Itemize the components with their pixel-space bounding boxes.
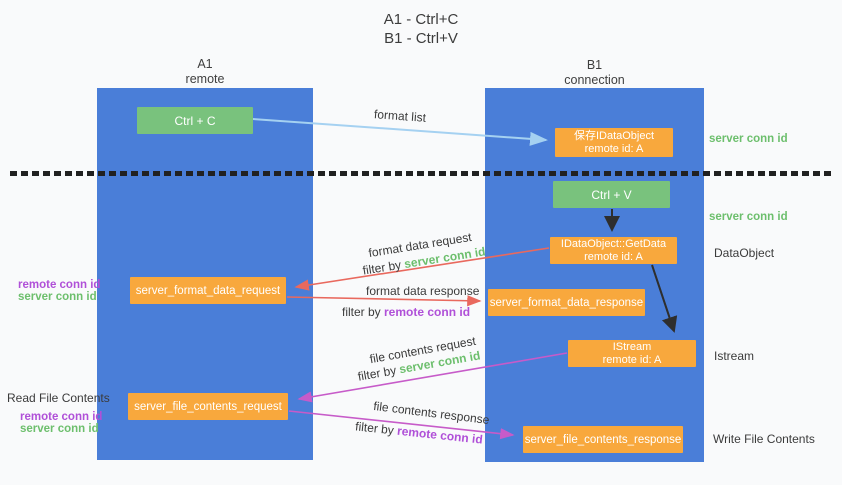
remote-conn-id-text: remote conn id — [396, 423, 484, 447]
label-format-list: format list — [373, 107, 427, 125]
lifeline-header-b1: B1 connection — [485, 58, 704, 88]
node-server-format-data-response: server_format_data_response — [488, 289, 645, 316]
side-label-server-conn-id-format: server conn id — [18, 291, 97, 303]
lifeline-a1-name: A1 — [197, 57, 213, 71]
node-server-file-contents-request: server_file_contents_request — [128, 393, 288, 420]
filter-by-text: filter by — [354, 419, 398, 438]
node-getdata-line2: remote id: A — [584, 250, 643, 263]
side-label-read-file-contents: Read File Contents — [7, 391, 110, 405]
side-label-remote-conn-id-format: remote conn id — [18, 279, 101, 291]
node-save-idataobject-line2: remote id: A — [584, 142, 644, 155]
filter-by-text: filter by — [356, 362, 401, 384]
side-label-istream: Istream — [714, 349, 755, 363]
node-save-idataobject-line1: 保存IDataObject — [573, 129, 655, 142]
node-ctrl-v-label: Ctrl + V — [591, 187, 632, 202]
node-istream-line2: remote id: A — [602, 353, 662, 366]
side-label-write-file-contents: Write File Contents — [713, 432, 815, 446]
node-format-request-label: server_format_data_request — [135, 284, 281, 297]
lifeline-b1-name: B1 — [586, 58, 603, 72]
node-istream-line1: IStream — [612, 340, 652, 353]
title-line-b1: B1 - Ctrl+V — [384, 30, 458, 47]
side-label-server-conn-id-file: server conn id — [20, 423, 99, 435]
lifeline-b1-role: connection — [564, 73, 625, 87]
label-format-data-response: format data response — [366, 284, 480, 298]
node-file-request-label: server_file_contents_request — [134, 400, 282, 413]
node-idataobject-getdata: IDataObject::GetData remote id: A — [550, 237, 677, 264]
side-label-remote-conn-id-file: remote conn id — [20, 411, 103, 423]
side-label-server-conn-id-mid: server conn id — [709, 211, 788, 223]
title-line-a1: A1 - Ctrl+C — [383, 11, 459, 28]
node-format-response-label: server_format_data_response — [489, 296, 644, 309]
node-server-file-contents-response: server_file_contents_response — [523, 426, 683, 453]
node-save-idataobject: 保存IDataObject remote id: A — [555, 128, 673, 157]
node-file-response-label: server_file_contents_response — [524, 433, 682, 446]
node-getdata-line1: IDataObject::GetData — [560, 237, 667, 250]
node-istream: IStream remote id: A — [568, 340, 696, 367]
filter-by-text: filter by — [361, 257, 406, 278]
diagram-title: A1 - Ctrl+C B1 - Ctrl+V — [0, 10, 842, 48]
side-label-server-conn-id-top: server conn id — [709, 133, 788, 145]
node-server-format-data-request: server_format_data_request — [130, 277, 286, 304]
node-ctrl-c: Ctrl + C — [137, 107, 253, 134]
lifeline-header-a1: A1 remote — [97, 57, 313, 87]
side-label-dataobject: DataObject — [714, 246, 775, 260]
lifeline-a1-role: remote — [185, 72, 225, 86]
remote-conn-id-text: remote conn id — [384, 305, 471, 319]
filter-by-text: filter by — [342, 305, 385, 319]
node-ctrl-c-label: Ctrl + C — [174, 113, 216, 128]
label-filter-by-remote-conn-id-format: filter by remote conn id — [342, 305, 470, 319]
machine-boundary-dotted-line — [10, 171, 833, 176]
node-ctrl-v: Ctrl + V — [553, 181, 670, 208]
